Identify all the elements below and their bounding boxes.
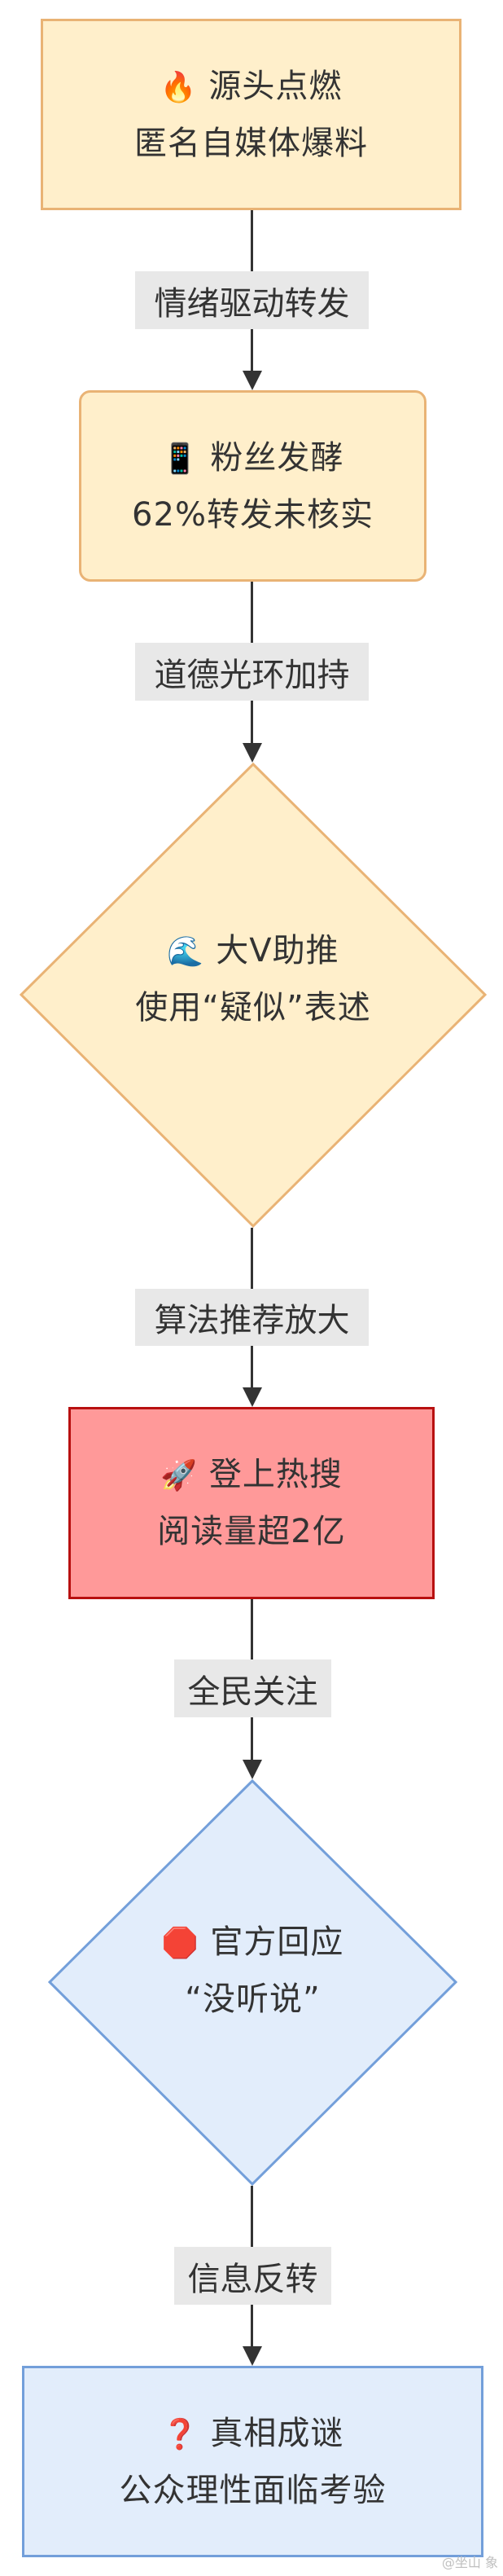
watermark: @坐山 象 — [441, 2555, 498, 2570]
node-trending: 🚀登上热搜 阅读量超2亿 — [68, 1407, 435, 1599]
edge-label: 道德光环加持 — [135, 643, 369, 701]
node-title-line: 🔥源头点燃 — [160, 67, 343, 105]
node-subtitle: 62%转发未核实 — [132, 495, 374, 534]
edge-label: 情绪驱动转发 — [135, 271, 369, 329]
wave-icon: 🌊 — [167, 934, 205, 969]
arrowhead-icon — [243, 1760, 262, 1779]
arrowhead-icon — [243, 371, 262, 390]
arrowhead-icon — [243, 1387, 262, 1407]
node-title-line: ❓真相成谜 — [161, 2414, 344, 2452]
fire-icon: 🔥 — [160, 70, 198, 104]
mobile-phone-icon: 📱 — [161, 442, 199, 476]
edge-label: 信息反转 — [174, 2247, 331, 2305]
node-truth-mystery: ❓真相成谜 公众理性面临考验 — [22, 2366, 483, 2557]
node-title-line: 🚀登上热搜 — [160, 1456, 343, 1493]
node-fan-ferment: 📱粉丝发酵 62%转发未核实 — [79, 390, 426, 582]
arrowhead-icon — [243, 2346, 262, 2366]
edge-label: 全民关注 — [174, 1659, 331, 1717]
node-subtitle: 阅读量超2亿 — [157, 1513, 346, 1550]
node-title-line: 🌊大V助推 — [167, 931, 339, 969]
node-title-line: 📱粉丝发酵 — [161, 438, 344, 477]
arrowhead-icon — [243, 743, 262, 763]
node-official-response: 🛑官方回应 “没听说” — [48, 1779, 457, 2186]
diamond-shape — [20, 763, 487, 1228]
node-source-ignite: 🔥源头点燃 匿名自媒体爆料 — [41, 19, 461, 210]
node-subtitle: 匿名自媒体爆料 — [134, 124, 368, 162]
node-subtitle: 使用“疑似”表述 — [135, 988, 371, 1026]
diamond-shape — [48, 1779, 457, 2186]
node-subtitle: “没听说” — [185, 1980, 321, 2018]
stop-sign-icon: 🛑 — [161, 1926, 199, 1960]
node-title-line: 🛑官方回应 — [161, 1923, 344, 1961]
node-subtitle: 公众理性面临考验 — [119, 2471, 387, 2509]
node-influencer-push: 🌊大V助推 使用“疑似”表述 — [20, 763, 487, 1228]
rocket-icon: 🚀 — [160, 1459, 198, 1492]
edge-label: 算法推荐放大 — [135, 1289, 369, 1346]
question-mark-icon: ❓ — [161, 2417, 199, 2451]
